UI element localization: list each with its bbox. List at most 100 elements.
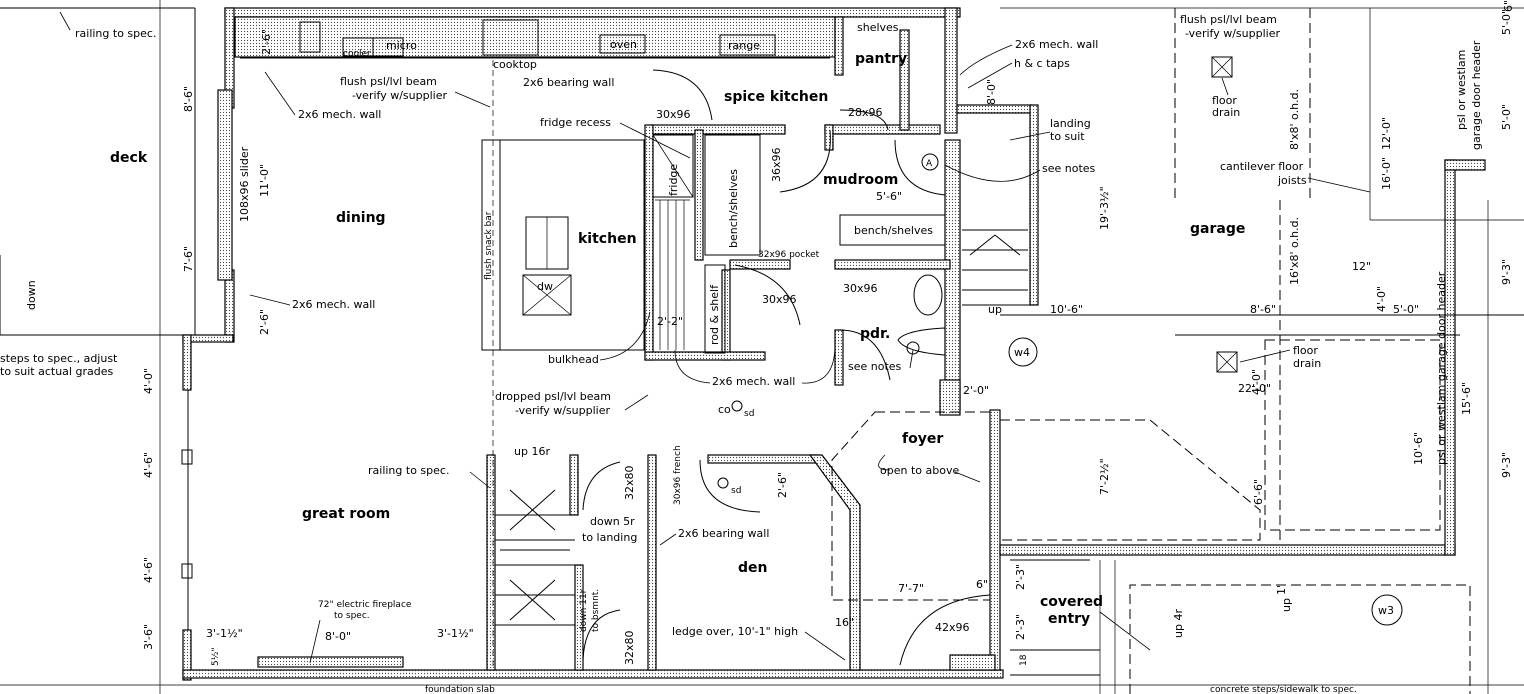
fixture-dw: dw (537, 280, 553, 293)
note-slider: 108x96 slider (238, 146, 251, 222)
fixture-range: range (728, 39, 760, 52)
dim-16: 16" (835, 616, 854, 629)
dim-5-0-mid: 5'-0" (1393, 303, 1419, 316)
fixture-fridge: fridge (667, 164, 680, 196)
dim-19-3h: 19'-3½" (1098, 186, 1111, 230)
note-up-16r: up 16r (514, 445, 550, 458)
dim-2-0: 2'-0" (963, 384, 989, 397)
dim-4-6-a: 4'-6" (142, 452, 155, 478)
room-den: den (738, 560, 767, 576)
dim-5-0-side: 5'-0" (1500, 104, 1513, 130)
note-ledge: ledge over, 10'-1" high (672, 625, 798, 638)
dim-10-6: 10'-6" (1050, 303, 1083, 316)
note-landing: landing (1050, 117, 1091, 130)
note-flush-snack-bar: flush snack bar (484, 211, 494, 280)
fixture-shelves: shelves (857, 21, 899, 34)
note-cantilever-2: joists (1277, 174, 1307, 187)
dim-2-3-b: 2'-3" (1014, 614, 1027, 640)
note-railing-mid: railing to spec. (368, 464, 449, 477)
dim-8-6-garage: 8'-6" (1250, 303, 1276, 316)
note-up-small: up (1280, 598, 1293, 612)
door-32x80-a: 32x80 (623, 465, 636, 500)
note-psl-header-1a: psl or westlam (1455, 50, 1468, 130)
walls (182, 7, 1486, 681)
note-see-notes-1: see notes (1042, 162, 1096, 175)
dim-6-top-right: 6" (1502, 0, 1515, 12)
room-pdr: pdr. (860, 326, 890, 342)
door-30x96-c: 30x96 (843, 282, 878, 295)
dimensions: 2'-6" 8'-6" 11'-0" 7'-6" 2'-6" 4'-0" 4'-… (142, 0, 1515, 666)
marker-a: A (926, 159, 933, 169)
note-down-small: down (25, 280, 38, 310)
note-flush-beam-2: -verify w/supplier (352, 89, 447, 102)
dim-5-0-top: 5'-0" (1500, 9, 1513, 35)
note-sidewalk: concrete steps/sidewalk to spec. (1210, 685, 1357, 694)
room-foyer: foyer (902, 431, 943, 447)
dim-7-7: 7'-7" (898, 582, 924, 595)
note-bulkhead: bulkhead (548, 353, 599, 366)
door-30x96-a: 30x96 (656, 108, 691, 121)
room-great-room: great room (302, 506, 390, 522)
note-ohd-1: 8'x8' o.h.d. (1288, 89, 1301, 150)
note-floor-drain-a1: floor (1212, 94, 1237, 107)
dim-22-0: 22'-0" (1238, 382, 1271, 395)
note-psl-header-1b: garage door header (1470, 40, 1483, 150)
dim-2-2: 2'-2" (657, 315, 683, 328)
dim-1: 1' (1275, 585, 1288, 595)
note-open-above: open to above (880, 464, 959, 477)
dim-6-den: 6" (976, 578, 988, 591)
note-floor-drain-a2: drain (1212, 106, 1240, 119)
note-garage-beam-1: flush psl/lvl beam (1180, 13, 1277, 26)
dim-4-0-right: 4'-0" (1375, 286, 1388, 312)
note-down-5r: down 5r (590, 515, 635, 528)
note-hc-taps: h & c taps (1014, 57, 1070, 70)
note-floor-drain-b1: floor (1293, 344, 1318, 357)
dim-15-6: 15'-6" (1460, 382, 1473, 415)
dim-4-0-garage: 4'-0" (1250, 369, 1263, 395)
note-bearing-wall-mid: 2x6 bearing wall (678, 527, 769, 540)
note-mech-wall-top: 2x6 mech. wall (298, 108, 381, 121)
note-dropped-beam-2: -verify w/supplier (515, 404, 610, 417)
note-dropped-beam-1: dropped psl/lvl beam (495, 390, 611, 403)
note-pocket: 32x96 pocket (758, 250, 820, 260)
dim-4-0-left: 4'-0" (142, 368, 155, 394)
room-deck: deck (110, 150, 148, 166)
dim-3-1h-left: 3'-1½" (206, 627, 243, 640)
room-covered-entry-2: entry (1048, 611, 1090, 627)
dim-4-6-b: 4'-6" (142, 557, 155, 583)
dim-6-6: 6'-6" (1252, 479, 1265, 505)
room-garage: garage (1190, 221, 1245, 237)
note-ohd-2: 16'x8' o.h.d. (1288, 217, 1301, 285)
fixture-labels: cooler micro cooktop oven range shelves … (299, 19, 899, 293)
note-railing-top: railing to spec. (75, 27, 156, 40)
dim-9-3-a: 9'-3" (1500, 259, 1513, 285)
door-30x96-b: 30x96 (762, 293, 797, 306)
note-fdn: foundation slab (425, 685, 495, 694)
note-to-landing: to landing (582, 531, 637, 544)
note-flush-beam-1: flush psl/lvl beam (340, 75, 437, 88)
dim-18: 18 (1019, 654, 1029, 666)
dim-12: 12" (1352, 260, 1371, 273)
fixture-oven: oven (610, 38, 637, 51)
dim-9-3-b: 9'-3" (1500, 452, 1513, 478)
note-down-11r: down 11r (579, 589, 589, 632)
note-sd-2: sd (731, 486, 741, 496)
fixture-cooktop: cooktop (493, 58, 537, 71)
room-mudroom: mudroom (823, 172, 898, 188)
note-mech-wall-right: 2x6 mech. wall (1015, 38, 1098, 51)
dim-8-0-right: 8'-0" (985, 79, 998, 105)
dim-11-0: 11'-0" (258, 164, 271, 197)
note-fireplace-2: to spec. (334, 611, 370, 621)
note-fridge-recess: fridge recess (540, 116, 611, 129)
note-see-notes-2: see notes (848, 360, 902, 373)
dim-16-0: 16'-0" (1380, 157, 1393, 190)
note-floor-drain-b2: drain (1293, 357, 1321, 370)
note-steps-2: to suit actual grades (0, 365, 113, 378)
marker-w3: w3 (1378, 604, 1394, 617)
annotations: railing to spec. flush psl/lvl beam -ver… (0, 13, 1483, 694)
fixture-cooler: cooler (343, 49, 371, 59)
fixture-micro: micro (386, 39, 417, 52)
note-bearing-wall-top: 2x6 bearing wall (523, 76, 614, 89)
dim-2-6-left: 2'-6" (258, 309, 271, 335)
